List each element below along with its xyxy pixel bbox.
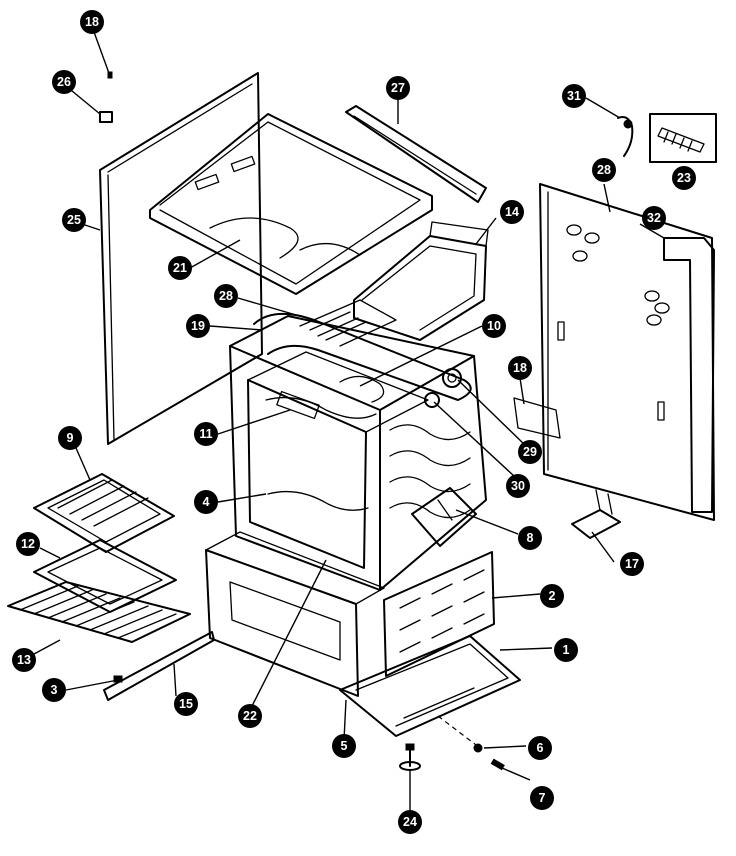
leveling-leg — [399, 743, 421, 771]
anti-tip-bracket — [571, 489, 621, 539]
callout-label: 25 — [67, 213, 81, 227]
callout-15: 15 — [174, 692, 198, 716]
callout-6: 6 — [528, 736, 552, 760]
wire-harness — [617, 116, 634, 157]
callout-label: 10 — [487, 319, 501, 333]
light-socket — [442, 368, 462, 388]
base-pan — [339, 635, 521, 737]
insulation-pad — [299, 299, 397, 347]
callout-label: 22 — [243, 709, 257, 723]
screw-and-nut — [437, 715, 505, 771]
callout-14: 14 — [500, 200, 524, 224]
broiler-pan — [33, 539, 177, 613]
callout-label: 1 — [563, 643, 570, 657]
callout-12: 12 — [16, 532, 40, 556]
callout-label: 30 — [511, 479, 525, 493]
light-lens — [424, 392, 440, 408]
callout-label: 13 — [17, 653, 31, 667]
callout-label: 31 — [567, 89, 581, 103]
callout-label: 18 — [513, 361, 527, 375]
callout-label: 24 — [403, 815, 417, 829]
callout-24: 24 — [398, 810, 422, 834]
callout-label: 14 — [505, 205, 519, 219]
callout-label: 29 — [523, 445, 537, 459]
drawer-front — [205, 531, 385, 697]
callout-22: 22 — [238, 704, 262, 728]
callout-1: 1 — [554, 638, 578, 662]
door-hinge — [411, 487, 477, 547]
callout-28-top: 28 — [214, 284, 238, 308]
callout-25: 25 — [62, 208, 86, 232]
callout-32: 32 — [642, 206, 666, 230]
rear-panel — [539, 183, 715, 521]
leader-lines — [33, 31, 665, 810]
callout-30: 30 — [506, 474, 530, 498]
callout-3: 3 — [42, 678, 66, 702]
callout-label: 9 — [67, 431, 74, 445]
bake-element — [253, 312, 472, 401]
rear-side-bracket — [663, 237, 715, 513]
callout-8: 8 — [518, 526, 542, 550]
callout-label: 11 — [199, 427, 212, 441]
front-trim-strip — [345, 105, 487, 203]
callout-5: 5 — [332, 734, 356, 758]
callout-21: 21 — [168, 256, 192, 280]
callout-29: 29 — [518, 440, 542, 464]
callout-label: 28 — [219, 289, 233, 303]
broiler-pan-insert — [33, 473, 175, 553]
clip-small — [99, 111, 113, 123]
terminal-block-box — [649, 113, 717, 163]
callout-4: 4 — [194, 490, 218, 514]
callout-27: 27 — [386, 76, 410, 100]
callout-label: 26 — [57, 75, 71, 89]
oven-rack — [7, 581, 191, 643]
callout-11: 11 — [194, 422, 218, 446]
callout-9: 9 — [58, 426, 82, 450]
callout-label: 19 — [191, 319, 205, 333]
callout-label: 15 — [179, 697, 193, 711]
oven-light-bracket — [276, 390, 320, 420]
callout-label: 28 — [597, 163, 611, 177]
callout-label: 27 — [391, 81, 405, 95]
callout-17: 17 — [620, 552, 644, 576]
broil-element — [339, 375, 385, 403]
callout-28-right: 28 — [592, 158, 616, 182]
callout-label: 2 — [549, 589, 556, 603]
callout-label: 5 — [341, 739, 348, 753]
callout-label: 4 — [203, 495, 210, 509]
callout-label: 21 — [173, 261, 187, 275]
callout-19: 19 — [186, 314, 210, 338]
callout-label: 32 — [647, 211, 661, 225]
callout-23: 23 — [672, 166, 696, 190]
callout-7: 7 — [530, 786, 554, 810]
heat-shield — [513, 397, 561, 439]
callout-label: 8 — [527, 531, 534, 545]
callout-label: 12 — [21, 537, 35, 551]
lower-side-panel — [383, 551, 495, 677]
callout-label: 6 — [537, 741, 544, 755]
drawer-rail — [103, 631, 215, 701]
callout-2: 2 — [540, 584, 564, 608]
vent-duct — [353, 221, 489, 341]
callout-label: 3 — [51, 683, 58, 697]
callout-label: 23 — [677, 171, 691, 185]
callout-18-right: 18 — [508, 356, 532, 380]
side-panel-left — [99, 72, 263, 445]
callout-label: 17 — [625, 557, 639, 571]
callout-18-top: 18 — [80, 10, 104, 34]
callout-31: 31 — [562, 84, 586, 108]
callout-label: 7 — [539, 791, 546, 805]
oven-body — [229, 315, 487, 591]
top-panel — [149, 113, 433, 295]
callout-10: 10 — [482, 314, 506, 338]
callout-13: 13 — [12, 648, 36, 672]
callout-26: 26 — [52, 70, 76, 94]
callout-label: 18 — [85, 15, 99, 29]
